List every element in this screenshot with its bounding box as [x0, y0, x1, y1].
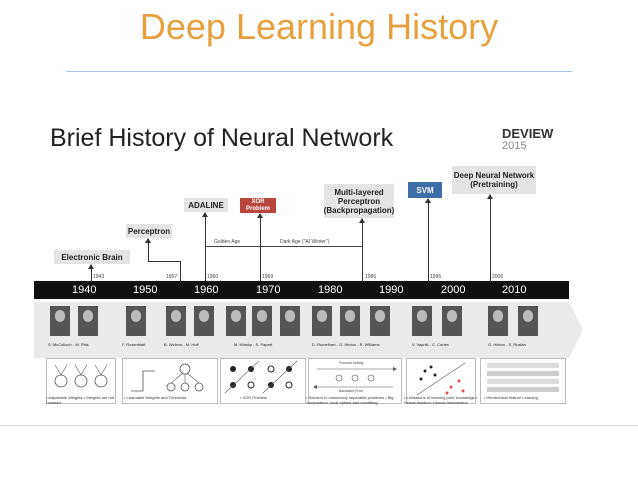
backprop-diagram: Forward Activity Backward Error: [308, 358, 402, 404]
stem-1986: [362, 219, 363, 281]
perceptron-diagram: [122, 358, 218, 404]
arrow-xor: [257, 213, 263, 218]
golden-age-span: [206, 246, 260, 247]
pioneer-caption: B. Widrow - M. Hoff: [164, 342, 199, 347]
svm-diagram: [406, 358, 476, 404]
footer-divider: [0, 425, 638, 426]
concept-note: • Solution to nonlinearly separable prob…: [306, 395, 394, 405]
concept-note: • Adjustable Weights • Weights are not L…: [46, 395, 115, 405]
stem-1943: [91, 265, 92, 281]
arrow-mlp: [359, 218, 365, 223]
portrait-photo: [442, 306, 462, 336]
milestone-electronic-brain: Electronic Brain: [54, 250, 130, 264]
milestone-xor-problem: XOR Problem: [240, 198, 276, 213]
mcculloch-pitts-diagram: [46, 358, 116, 404]
arrow-1943: [88, 264, 94, 269]
perceptron-network-icon: [131, 363, 204, 392]
portrait-photo: [78, 306, 98, 336]
svm-scatter-icon: [416, 362, 466, 396]
stem-1957: [180, 261, 181, 281]
neuron-diagram-icon: [54, 364, 108, 388]
deview-brand: DEVIEW: [502, 126, 554, 141]
year-label: 1986: [365, 274, 377, 280]
stem-1960: [205, 213, 206, 281]
arrow-dnn: [487, 194, 493, 199]
portrait-photo: [518, 306, 538, 336]
concept-note: • XOR Problem: [240, 395, 268, 400]
decade-label: 2010: [502, 284, 527, 296]
stem-perceptron-up: [148, 239, 149, 261]
milestone-multilayer-perceptron: Multi-layered Perceptron (Backpropagatio…: [324, 184, 394, 218]
backward-error-label: Backward Error: [339, 389, 364, 393]
deview-logo: DEVIEW 2015: [502, 126, 554, 152]
portrait-photo: [226, 306, 246, 336]
stem-1969: [260, 214, 261, 281]
pioneer-caption: D. Rumelhart - G. Hinton - R. Williams: [312, 342, 380, 347]
portrait-photo: [370, 306, 390, 336]
pioneer-caption: G. Hinton - S. Ruslan: [488, 342, 526, 347]
decade-label: 1970: [256, 284, 281, 296]
concept-note: • Hierarchical feature Learning: [484, 395, 538, 400]
portrait-photo: [340, 306, 360, 336]
decade-label: 1950: [133, 284, 158, 296]
portrait-photo: [252, 306, 272, 336]
forward-activity-label: Forward Activity: [339, 361, 364, 365]
arrow-perceptron: [145, 238, 151, 243]
dnn-diagram: [480, 358, 566, 404]
pioneer-caption: V. Vapnik - C. Cortes: [412, 342, 449, 347]
portrait-photo: [126, 306, 146, 336]
band-arrowhead: [569, 302, 583, 358]
concept-note: • Limitations of learning prior knowledg…: [404, 395, 478, 405]
dnn-layers-icon: [487, 363, 559, 392]
decade-label: 1960: [194, 284, 219, 296]
pioneer-caption: S. McCulloch - W. Pitts: [48, 342, 89, 347]
xor-grid-icon: [224, 360, 298, 394]
deview-year: 2015: [502, 140, 527, 152]
milestone-adaline: ADALINE: [184, 198, 228, 212]
pioneer-caption: F. Rosenblatt: [122, 342, 146, 347]
portrait-photo: [488, 306, 508, 336]
backprop-arrows-icon: [313, 367, 397, 389]
year-label: 1969: [262, 274, 274, 280]
stem-2006: [490, 195, 491, 281]
stem-perceptron-flat: [148, 261, 180, 262]
dark-age-span: [261, 246, 362, 247]
pioneers-band: [34, 302, 569, 358]
milestone-deep-neural-network: Deep Neural Network (Pretraining): [452, 166, 536, 194]
year-label: 1943: [93, 274, 105, 280]
portrait-photo: [412, 306, 432, 336]
portrait-photo: [166, 306, 186, 336]
decade-label: 1980: [318, 284, 343, 296]
neural-network-history-figure: Brief History of Neural Network DEVIEW 2…: [34, 118, 583, 414]
decade-label: 1940: [72, 284, 97, 296]
arrow-adaline: [202, 212, 208, 217]
year-label: 1960: [207, 274, 219, 280]
portrait-photo: [312, 306, 332, 336]
timeline-bar: [34, 281, 569, 299]
year-label: 1995: [430, 274, 442, 280]
year-label: 2006: [492, 274, 504, 280]
milestone-svm: SVM: [408, 182, 442, 198]
arrow-svm: [425, 198, 431, 203]
title-divider: [66, 71, 572, 72]
decade-label: 2000: [441, 284, 466, 296]
year-label: 1957: [166, 274, 178, 280]
stem-1995: [428, 199, 429, 281]
portrait-photo: [194, 306, 214, 336]
xor-diagram: [220, 358, 306, 404]
slide-title: Deep Learning History: [139, 6, 499, 47]
golden-age-label: Golden Age: [214, 239, 241, 245]
dark-age-label: Dark Age ("AI Winter"): [280, 239, 330, 245]
decade-label: 1990: [379, 284, 404, 296]
portrait-photo: [280, 306, 300, 336]
pioneer-caption: M. Minsky - S. Papert: [234, 342, 273, 347]
portrait-photo: [50, 306, 70, 336]
figure-title: Brief History of Neural Network: [50, 124, 394, 152]
milestone-perceptron: Perceptron: [126, 224, 172, 238]
concept-note: • Learnable Weights and Threshold: [124, 395, 187, 400]
